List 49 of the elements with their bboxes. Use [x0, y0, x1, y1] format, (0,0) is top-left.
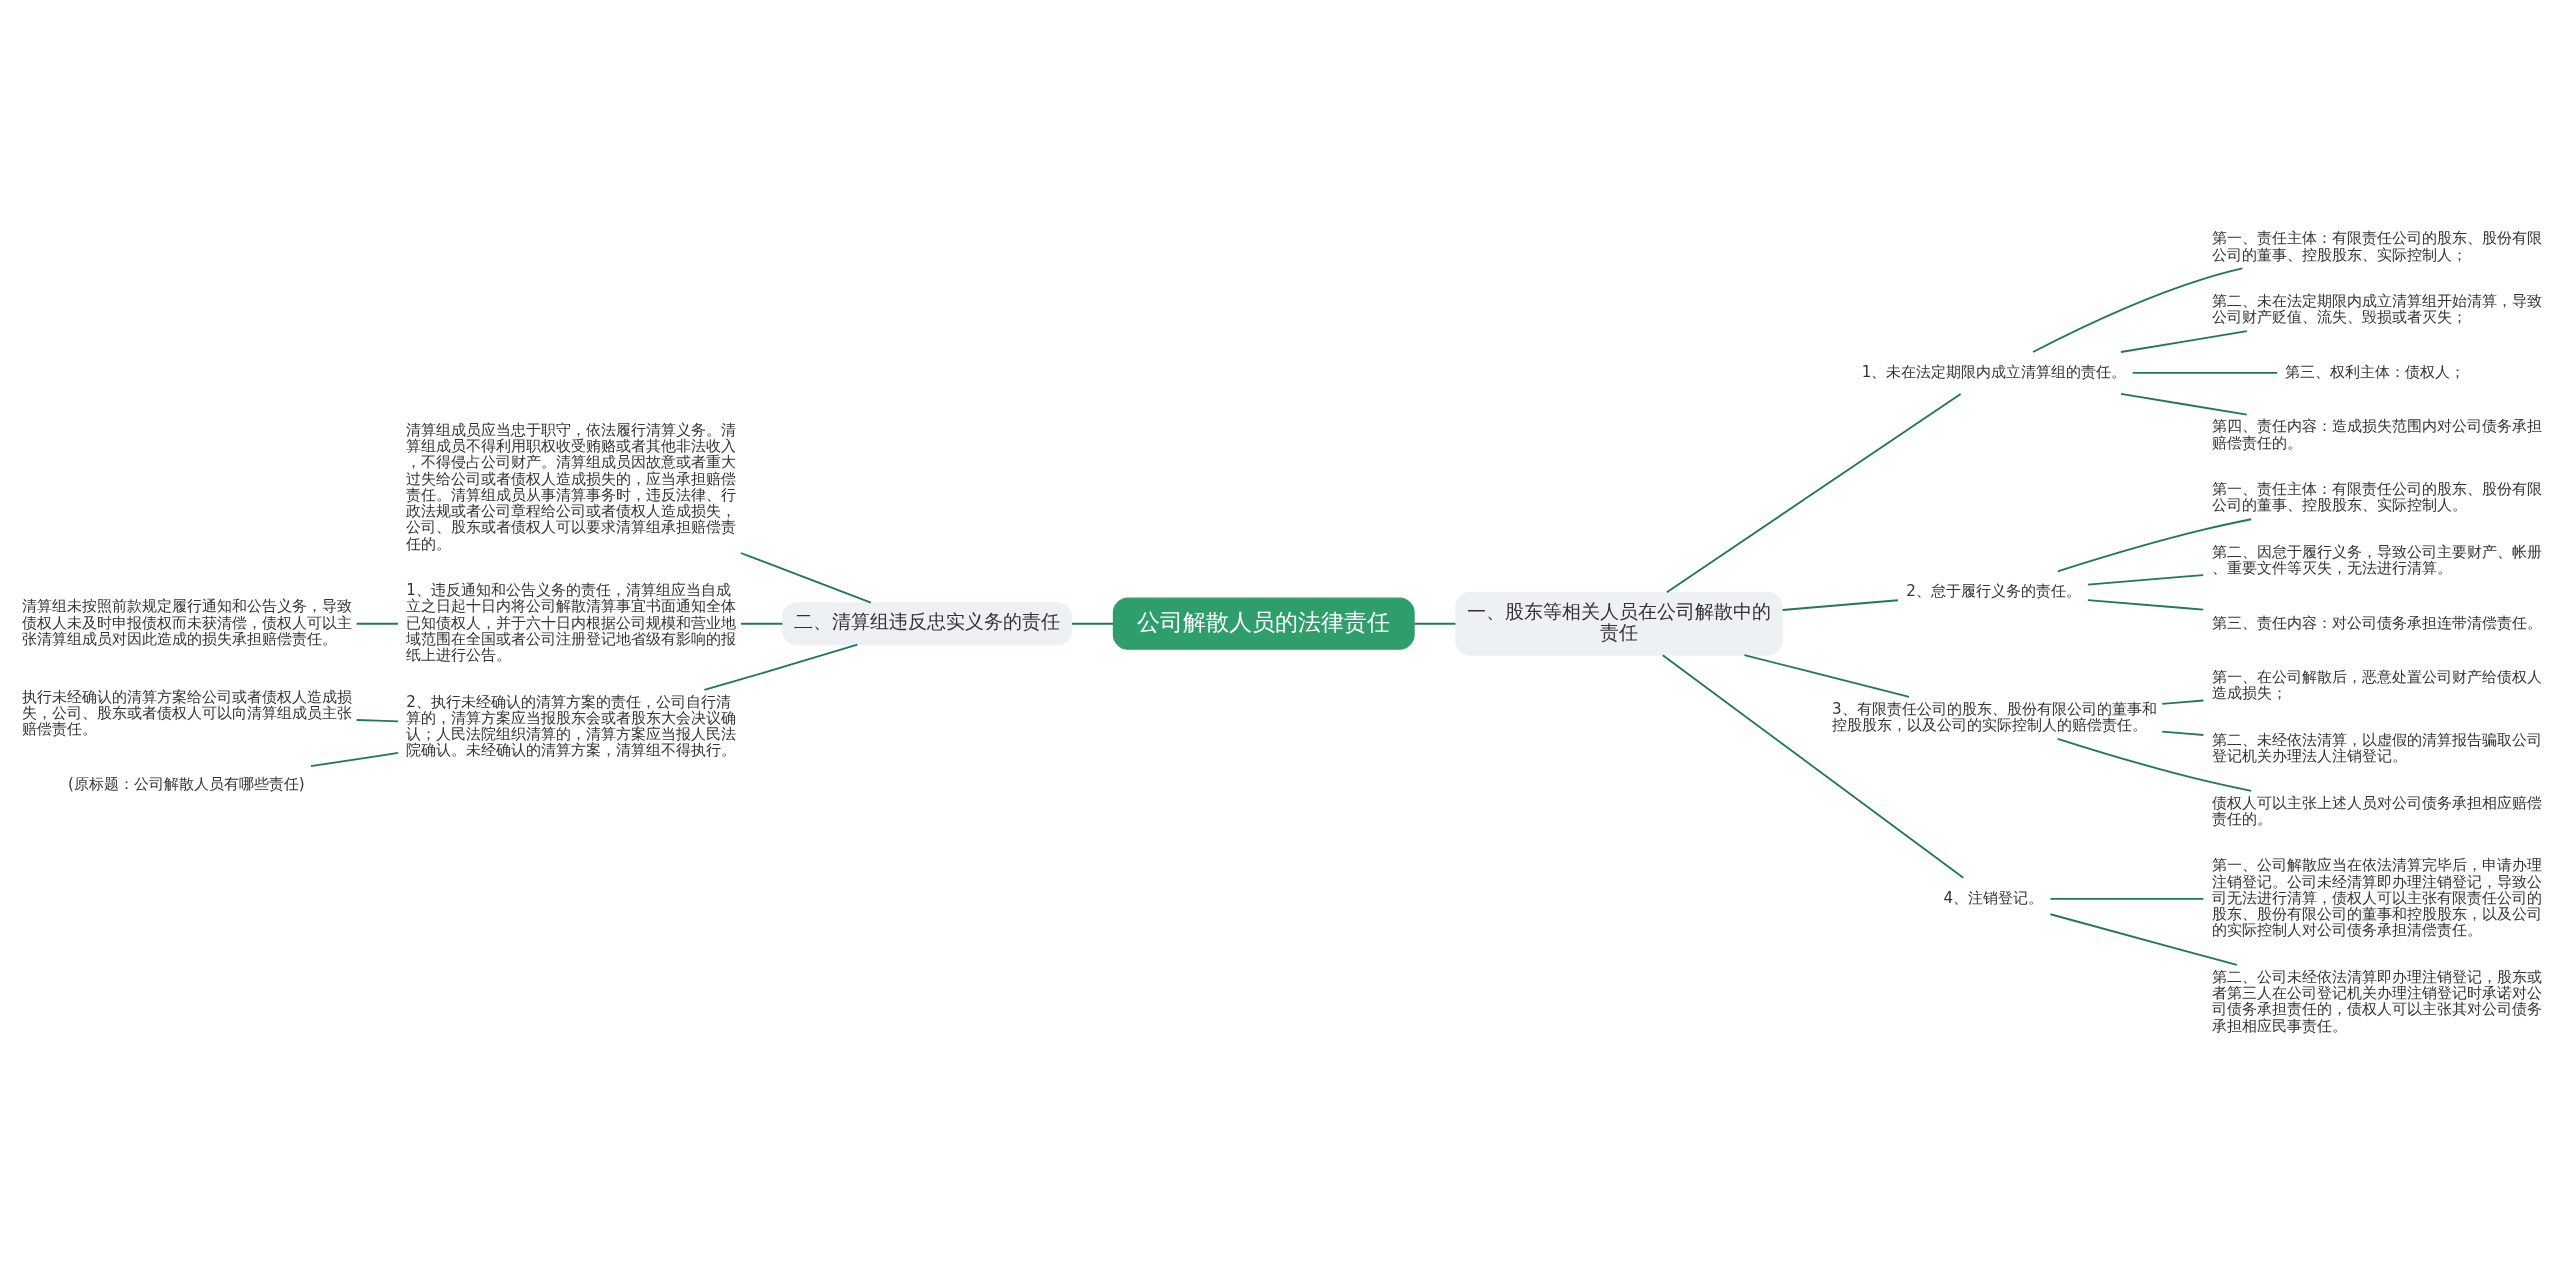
node-text: 执行未经确认的清算方案给公司或者债权人造成损失，公司、股东或者债权人可以向清算组成员主张赔偿责任。 — [22, 687, 353, 738]
node-text: 第二、未在法定期限内成立清算组开始清算，导致公司财产贬值、流失、毁损或者灭失； — [2211, 291, 2542, 326]
node-text: 第一、公司解散应当在依法清算完毕后，申请办理注销登记。公司未经清算即办理注销登记，导致公司无法进行清算，债权人可以主张有限责任公司的股东、股份有限公司的董事和控股股东，以及公司的实际控制人对公司债务承担清偿责任。 — [2211, 855, 2542, 939]
node-text: 第二、因怠于履行义务，导致公司主要财产、帐册、重要文件等灭失，无法进行清算。 — [2211, 542, 2542, 577]
connector — [1071, 622, 1115, 625]
connector — [1781, 598, 1899, 611]
connector — [2032, 267, 2244, 353]
node-text: 2、执行未经确认的清算方案的责任，公司自行清算的，清算方案应当报股东会或者股东大会决议确认；人民法院组织清算的，清算方案应当报人民法院确认。未经确认的清算方案，清算组不得执行。 — [406, 692, 737, 759]
connector — [2161, 699, 2205, 705]
connector — [2086, 598, 2205, 611]
connector — [1661, 653, 1965, 879]
node-text: (原标题：公司解散人员有哪些责任) — [67, 774, 305, 793]
node-text: 清算组成员应当忠于职守，依法履行清算义务。清算组成员不得利用职权收受贿赂或者其他非法收入，不得侵占公司财产。清算组成员因故意或者重大过失给公司或者债权人造成损失的，应当承担赔偿责任。清算组成员从事清算事务时，违反法律、行政法规或者公司章程给公司或者债权人造成损失，公司、股东或者债权人可以要求清算组承担赔偿责任的。 — [406, 420, 737, 553]
node-text: 2、怠于履行义务的责任。 — [1906, 581, 2081, 600]
node-text: 第四、责任内容：造成损失范围内对公司债务承担赔偿责任的。 — [2211, 416, 2542, 452]
connector — [740, 622, 784, 625]
connector — [2056, 737, 2253, 792]
connector — [2161, 730, 2205, 736]
connector — [355, 718, 399, 722]
node-text: 第三、权利主体：债权人； — [2285, 362, 2466, 381]
connector — [2131, 371, 2279, 374]
node-text: 第一、责任主体：有限责任公司的股东、股份有限公司的董事、控股股东、实际控制人。 — [2211, 479, 2542, 514]
node-text: 第三、责任内容：对公司债务承担连带清偿责任。 — [2211, 613, 2542, 632]
connector — [703, 643, 859, 691]
node-text: 1、违反通知和公告义务的责任，清算组应当自成立之日起十日内将公司解散清算事宜书面通知全体已知债权人，并于六十日内根据公司规模和营业地域范围在全国或者公司注册登记地省级有影响的报纸上进行公告。 — [406, 580, 737, 664]
node-box: 公司解散人员的法律责任 — [1112, 597, 1415, 650]
node-text: 清算组未按照前款规定履行通知和公告义务，导致债权人未及时申报债权而未获清偿，债权人可以主张清算组成员对因此造成的损失承担赔偿责任。 — [22, 596, 353, 648]
node-text: 4、注销登记。 — [1943, 888, 2044, 907]
connector — [2049, 912, 2238, 966]
node-text: 第一、在公司解散后，恶意处置公司财产给债权人造成损失； — [2211, 667, 2542, 702]
node-text: 3、有限责任公司的股东、股份有限公司的董事和控股股东，以及公司的实际控制人的赔偿责任。 — [1832, 699, 2157, 734]
node-text: 债权人可以主张上述人员对公司债务承担相应赔偿责任的。 — [2211, 793, 2542, 828]
connector — [2049, 897, 2205, 900]
node-text: 第二、未经依法清算，以虚假的清算报告骗取公司登记机关办理法人注销登记。 — [2211, 730, 2542, 765]
node-box: 二、清算组违反忠实义务的责任 — [781, 601, 1073, 645]
connector — [2120, 392, 2248, 416]
connector — [355, 622, 399, 625]
connector — [1413, 622, 1457, 625]
connector — [2056, 517, 2253, 572]
node-text: 1、未在法定期限内成立清算组的责任。 — [1861, 362, 2127, 381]
connector — [1743, 653, 1911, 698]
connector — [1665, 392, 1962, 593]
connector — [740, 551, 872, 604]
connector — [2086, 573, 2205, 586]
node-text: 第一、责任主体：有限责任公司的股东、股份有限公司的董事、控股股东、实际控制人； — [2211, 228, 2542, 264]
connector — [309, 751, 400, 767]
node-text: 第二、公司未经依法清算即办理注销登记，股东或者第三人在公司登记机关办理注销登记时承诺对公司债务承担责任的，债权人可以主张其对公司债务承担相应民事责任。 — [2211, 967, 2542, 1035]
connector — [2120, 329, 2248, 353]
node-box: 一、股东等相关人员在公司解散中的责任 — [1455, 591, 1783, 656]
